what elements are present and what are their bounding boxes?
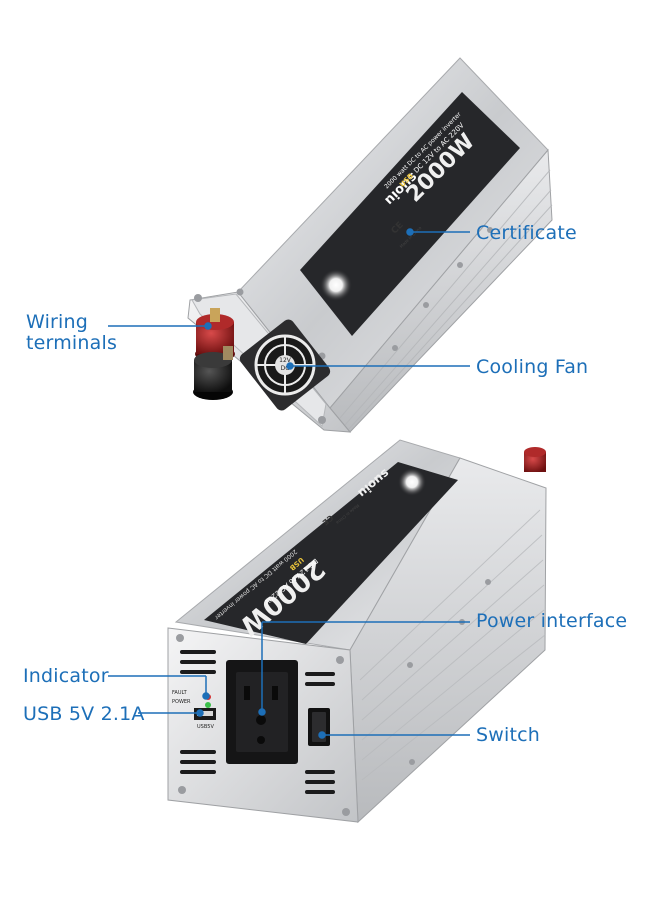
power-label: POWER (172, 699, 191, 705)
callout-wiring-terminals: Wiring terminals (26, 312, 117, 354)
screw (236, 288, 244, 296)
screw (318, 416, 326, 424)
rear-terminal (524, 447, 546, 472)
brand-star-icon-2 (398, 468, 426, 496)
callout-usb: USB 5V 2.1A (23, 703, 145, 725)
brand-star-icon (320, 269, 352, 301)
inverter-top-view: 12V DC suoiu 2000W USB DC 12V to AC 220V… (187, 57, 553, 433)
housing-ribs (339, 169, 553, 431)
wiring-terminals (193, 308, 235, 400)
callout-wiring-line-2: terminals (26, 332, 118, 354)
callout-wiring-line-1: Wiring (26, 311, 89, 333)
fault-label: FAULT (172, 690, 188, 696)
callout-indicator: Indicator (23, 665, 109, 687)
front-vents (180, 650, 335, 794)
fan-dc-label: DC (281, 365, 290, 372)
usb-port-label: USB5V (197, 724, 214, 730)
power-switch (308, 708, 330, 746)
cooling-fan: 12V DC (239, 319, 331, 411)
side-screws (392, 227, 493, 351)
front-screws (176, 579, 491, 816)
callout-cooling-fan: Cooling Fan (476, 356, 589, 378)
callout-certificate: Certificate (476, 222, 577, 244)
inverter-front-view: FAULT POWER USB5V (167, 439, 547, 824)
callout-switch: Switch (476, 724, 541, 746)
callout-power-interface: Power interface (476, 610, 628, 632)
screw (194, 294, 202, 302)
label-stripe-2 (204, 462, 458, 644)
label-stripe (300, 92, 520, 336)
fan-voltage-label: 12V (279, 357, 292, 364)
leader-lines (108, 228, 470, 739)
